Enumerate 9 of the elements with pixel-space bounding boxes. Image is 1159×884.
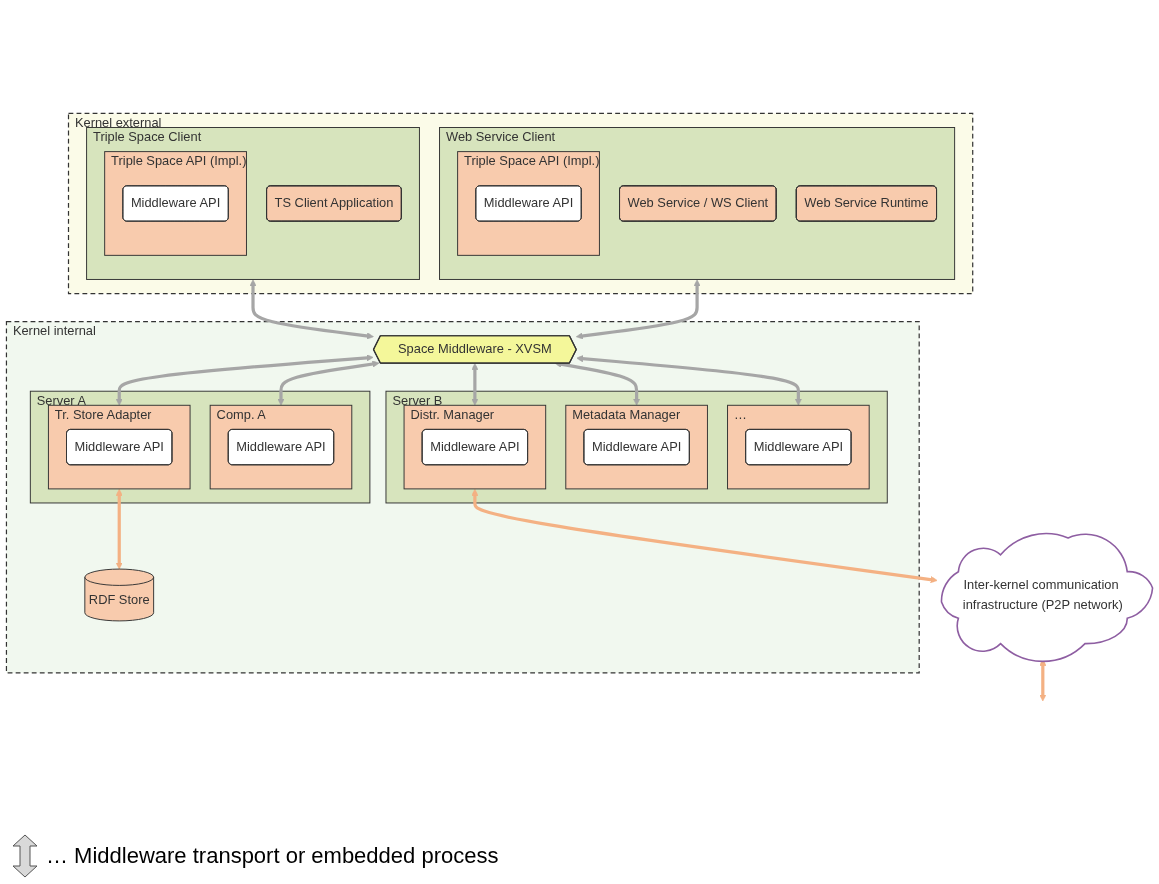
arrow [471,488,938,583]
arrow [471,362,479,406]
arrow [249,279,374,340]
legend-text: … Middleware transport or embedded process [46,843,499,869]
arrow [115,354,374,406]
arrow [115,488,123,570]
arrow [576,354,802,406]
arrow [575,279,701,340]
arrow [277,360,380,406]
